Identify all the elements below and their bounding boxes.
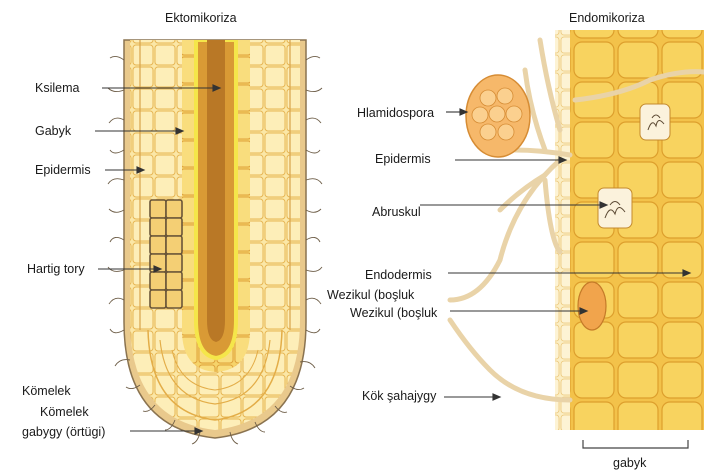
external-hyphae xyxy=(447,37,704,403)
gabyk-bracket xyxy=(582,440,689,449)
label-gabygy: gabygy (örtügi) xyxy=(22,425,106,439)
label-hartig: Hartig tory xyxy=(27,262,85,276)
label-gabyk: Gabyk xyxy=(35,124,72,138)
vesicle xyxy=(577,281,607,331)
label-wezikul-1: Wezikul (boşluk xyxy=(327,288,415,302)
label-hlamidospora: Hlamidospora xyxy=(357,106,435,120)
hyphae-hairs xyxy=(107,55,323,445)
pointer-arrows xyxy=(95,84,692,435)
label-ksilema: Ksilema xyxy=(35,81,80,95)
label-epidermis-left: Epidermis xyxy=(35,163,91,177)
title-ectomycorrhiza: Ektomikoriza xyxy=(165,11,237,25)
label-komelek-1: Kömelek xyxy=(22,384,71,398)
label-wezikul-2: Wezikul (boşluk xyxy=(350,306,438,320)
label-kok-sahajygy: Kök şahajygy xyxy=(362,389,437,403)
title-endomycorrhiza: Endomikoriza xyxy=(569,11,645,25)
chlamydospore xyxy=(465,74,531,158)
root-cortex-cells-right xyxy=(570,30,704,430)
arbuscule xyxy=(597,103,671,229)
endomycorrhiza-root xyxy=(447,30,704,449)
label-komelek-2: Kömelek xyxy=(40,405,89,419)
label-epidermis-right: Epidermis xyxy=(375,152,431,166)
xylem-center xyxy=(207,40,225,342)
label-endodermis: Endodermis xyxy=(365,268,432,282)
hartig-net xyxy=(149,199,183,309)
label-gabyk-bottom: gabyk xyxy=(613,456,647,470)
ectomycorrhiza-root xyxy=(107,39,323,445)
label-abruskul: Abruskul xyxy=(372,205,421,219)
